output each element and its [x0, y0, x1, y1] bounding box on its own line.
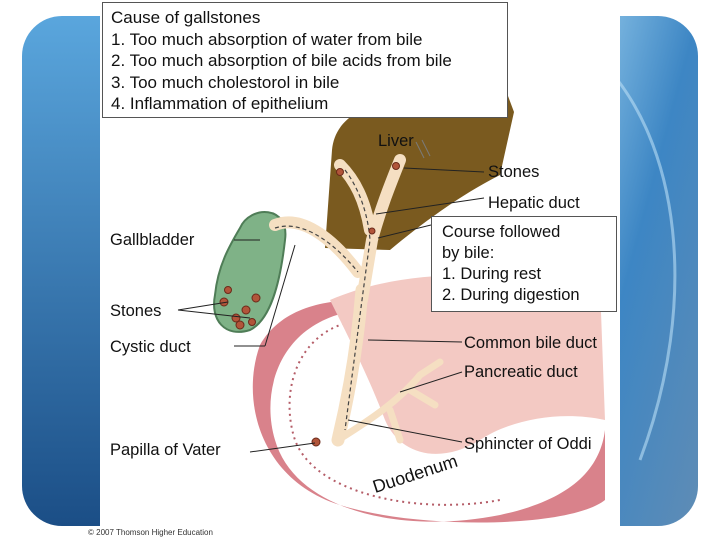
- bile-flow-path-cystic: [274, 225, 359, 273]
- pancreas: [330, 275, 605, 454]
- copyright-notice: © 2007 Thomson Higher Education: [88, 528, 213, 537]
- label-common-bile-duct: Common bile duct: [464, 334, 597, 352]
- cause-4: 4. Inflammation of epithelium: [111, 94, 329, 113]
- cause-3: 3. Too much cholestorol in bile: [111, 72, 340, 92]
- common-bile-duct-shape: [331, 283, 369, 447]
- anatomy-figure: Cause of gallstones 1. Too much absorpti…: [100, 0, 620, 526]
- pancreatic-duct-shape: [334, 358, 444, 444]
- label-cystic-duct: Cystic duct: [110, 338, 191, 356]
- label-hepatic-duct: Hepatic duct: [488, 194, 580, 212]
- course-line-2: by bile:: [442, 244, 495, 262]
- course-line-4: 2. During digestion: [442, 286, 580, 304]
- course-followed-by-bile-box: Course followed by bile: 1. During rest …: [431, 216, 617, 312]
- label-stones-top: Stones: [488, 163, 540, 181]
- label-sphincter-of-oddi: Sphincter of Oddi: [464, 435, 592, 453]
- cause-2: 2. Too much absorption of bile acids fro…: [111, 51, 452, 70]
- background-swoosh: [598, 58, 677, 461]
- course-line-3: 1. During rest: [442, 265, 542, 283]
- label-papilla-of-vater: Papilla of Vater: [110, 441, 221, 459]
- bile-flow-path: [344, 169, 371, 431]
- course-line-1: Course followed: [442, 223, 561, 241]
- label-pancreatic-duct: Pancreatic duct: [464, 363, 578, 381]
- causes-of-gallstones-box: Cause of gallstones 1. Too much absorpti…: [102, 2, 508, 118]
- gallbladder: [213, 211, 287, 333]
- causes-title: Cause of gallstones: [111, 8, 261, 27]
- leader-lines: [177, 167, 485, 453]
- label-stones-left: Stones: [110, 302, 162, 320]
- liver: [325, 96, 514, 250]
- cause-1: 1. Too much absorption of water from bil…: [111, 29, 423, 49]
- duct-stones: [311, 162, 400, 447]
- duodenum: [252, 300, 605, 523]
- flow-markers: [415, 139, 431, 159]
- gallbladder-anatomy-diagram: [177, 96, 605, 523]
- label-liver: Liver: [378, 132, 414, 150]
- label-gallbladder: Gallbladder: [110, 231, 195, 249]
